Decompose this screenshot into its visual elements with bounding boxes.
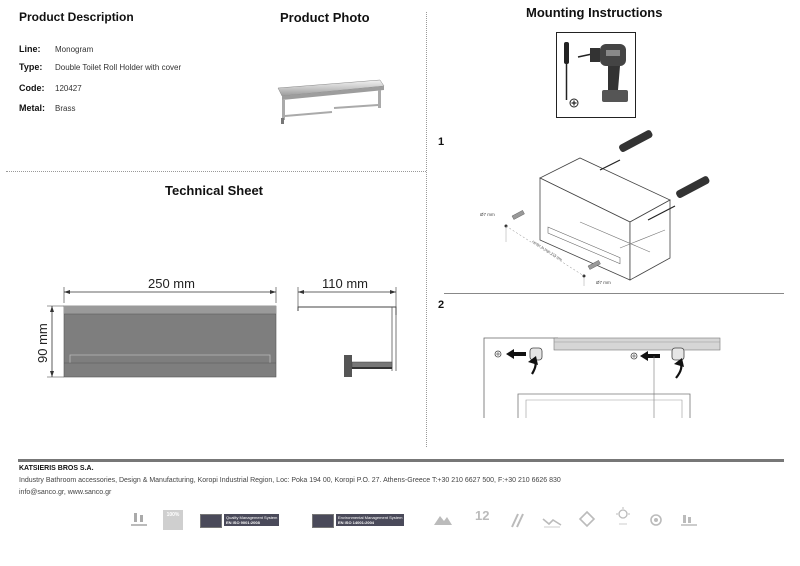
hotels-logo xyxy=(131,513,147,526)
iso-9001-logo xyxy=(200,514,222,528)
iso-14001-logo xyxy=(312,514,334,528)
brand-logo xyxy=(681,515,697,526)
mountain-logo xyxy=(434,516,452,525)
warranty-years-badge: 12 xyxy=(475,508,490,523)
iso-9001-text: Quality Management System EN ISO 9001:20… xyxy=(224,514,280,526)
line-label: Line: xyxy=(19,44,41,54)
waves-logo xyxy=(542,518,562,528)
code-label: Code: xyxy=(19,83,45,93)
code-value: 120427 xyxy=(55,84,82,93)
swirl-logo xyxy=(650,514,662,526)
company-contact: info@sanco.gr, www.sanco.gr xyxy=(19,489,112,496)
technical-sheet-heading: Technical Sheet xyxy=(165,183,264,198)
stripes-logo xyxy=(511,513,524,528)
product-description-heading: Product Description xyxy=(19,10,134,24)
horizontal-divider-right xyxy=(444,293,784,294)
sun-logo xyxy=(616,507,630,525)
tools-icon xyxy=(556,32,636,118)
depth-dimension-label: 110 mm xyxy=(322,276,368,291)
100-percent-badge: 100% xyxy=(163,510,183,530)
mounting-instructions-heading: Mounting Instructions xyxy=(526,5,663,20)
product-photo xyxy=(277,79,385,124)
front-view-drawing: 250 mm 90 mm xyxy=(35,276,277,378)
vertical-divider-left xyxy=(426,12,427,447)
height-dimension-label: 90 mm xyxy=(35,323,50,363)
metal-value: Brass xyxy=(55,104,76,113)
type-label: Type: xyxy=(19,62,43,72)
company-name: KATSIERIS BROS S.A. xyxy=(19,465,94,472)
product-photo-heading: Product Photo xyxy=(280,10,370,25)
100-percent-text: 100% xyxy=(166,512,180,518)
iso-14001-line-b: EN ISO 14001:2004 xyxy=(338,520,375,525)
horizontal-divider-left xyxy=(6,171,426,172)
iso-9001-line-b: EN ISO 9001:2008 xyxy=(226,520,260,525)
step-2-illustration xyxy=(483,337,721,418)
iso-9001-line-a: Quality Management System xyxy=(226,515,278,520)
drill-diameter-label-a: Ø7 mm xyxy=(480,212,495,217)
footer-divider xyxy=(18,459,784,462)
metal-label: Metal: xyxy=(19,103,46,113)
step-1-illustration: Ø7 mm Ø7 mm center to hole 215 mm xyxy=(480,130,710,286)
line-value: Monogram xyxy=(55,45,94,54)
diamond-logo xyxy=(578,510,596,528)
side-view-drawing: 110 mm xyxy=(297,276,397,377)
width-dimension-label: 250 mm xyxy=(148,276,195,291)
iso-14001-line-a: Environmental Management System xyxy=(338,515,403,520)
type-value: Double Toilet Roll Holder with cover xyxy=(55,63,182,72)
step-1-number: 1 xyxy=(438,136,445,148)
company-address: Industry Bathroom accessories, Design & … xyxy=(19,477,561,484)
step-2-number: 2 xyxy=(438,299,445,311)
drill-diameter-label-b: Ø7 mm xyxy=(596,280,611,285)
iso-14001-text: Environmental Management System EN ISO 1… xyxy=(336,514,405,526)
